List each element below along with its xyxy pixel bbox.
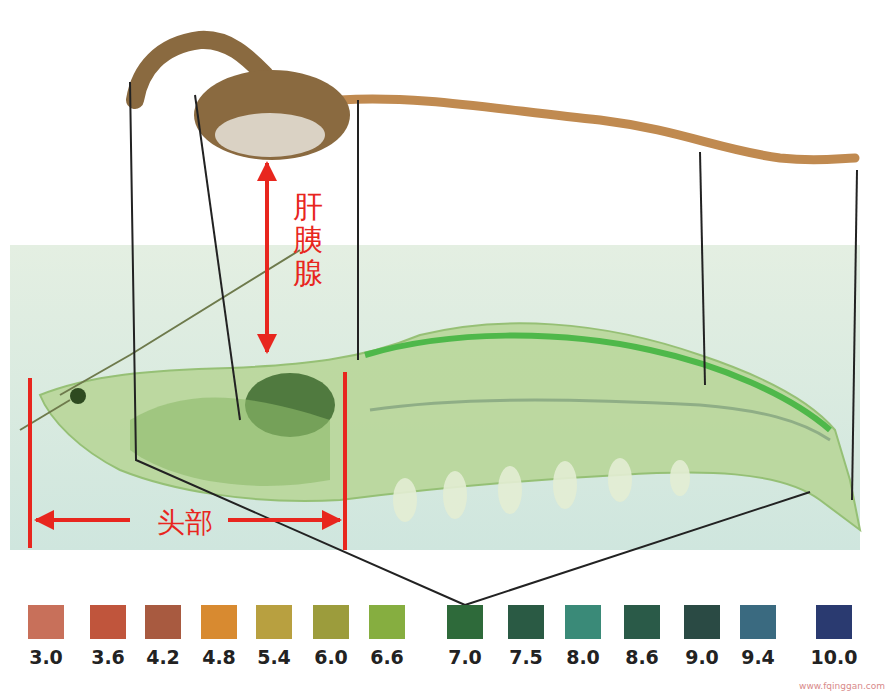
color-swatch <box>565 605 601 639</box>
swimmerets <box>393 458 690 522</box>
color-swatch <box>28 605 64 639</box>
photo-ground <box>10 245 860 550</box>
color-swatch <box>145 605 181 639</box>
color-swatch <box>684 605 720 639</box>
ph-value: 10.0 <box>811 646 858 668</box>
color-swatch <box>90 605 126 639</box>
rostrum <box>20 400 70 430</box>
color-swatch <box>816 605 852 639</box>
ph-value: 9.4 <box>741 646 775 668</box>
red-marks <box>30 163 345 550</box>
hepatopancreas-dissected <box>194 70 350 160</box>
ph-value: 5.4 <box>257 646 291 668</box>
region-label: 头部 <box>157 504 213 542</box>
watermark: www.fqinggan.com <box>799 681 885 691</box>
hepatopancreas-light <box>215 113 325 157</box>
antenna <box>60 250 300 395</box>
ph-value: 6.6 <box>370 646 404 668</box>
cephalothorax <box>130 398 330 486</box>
color-swatch <box>313 605 349 639</box>
ph-value: 4.2 <box>146 646 180 668</box>
intestine <box>340 99 855 160</box>
leader-lines <box>130 82 857 605</box>
color-swatch <box>624 605 660 639</box>
ph-value: 7.0 <box>448 646 482 668</box>
color-swatch <box>508 605 544 639</box>
ph-value: 3.6 <box>91 646 125 668</box>
nerve-line <box>370 400 830 440</box>
ph-value: 6.0 <box>314 646 348 668</box>
ph-value: 7.5 <box>509 646 543 668</box>
color-swatch <box>369 605 405 639</box>
ph-value: 3.0 <box>29 646 63 668</box>
color-swatch <box>447 605 483 639</box>
color-swatch <box>740 605 776 639</box>
gut-line <box>365 336 830 430</box>
shrimp-body <box>40 323 860 530</box>
organ-label: 肝胰腺 <box>293 190 323 289</box>
color-swatch <box>201 605 237 639</box>
ph-value: 8.6 <box>625 646 659 668</box>
ph-value: 8.0 <box>566 646 600 668</box>
eye <box>70 388 86 404</box>
ph-value: 4.8 <box>202 646 236 668</box>
color-swatch <box>256 605 292 639</box>
ph-value: 9.0 <box>685 646 719 668</box>
